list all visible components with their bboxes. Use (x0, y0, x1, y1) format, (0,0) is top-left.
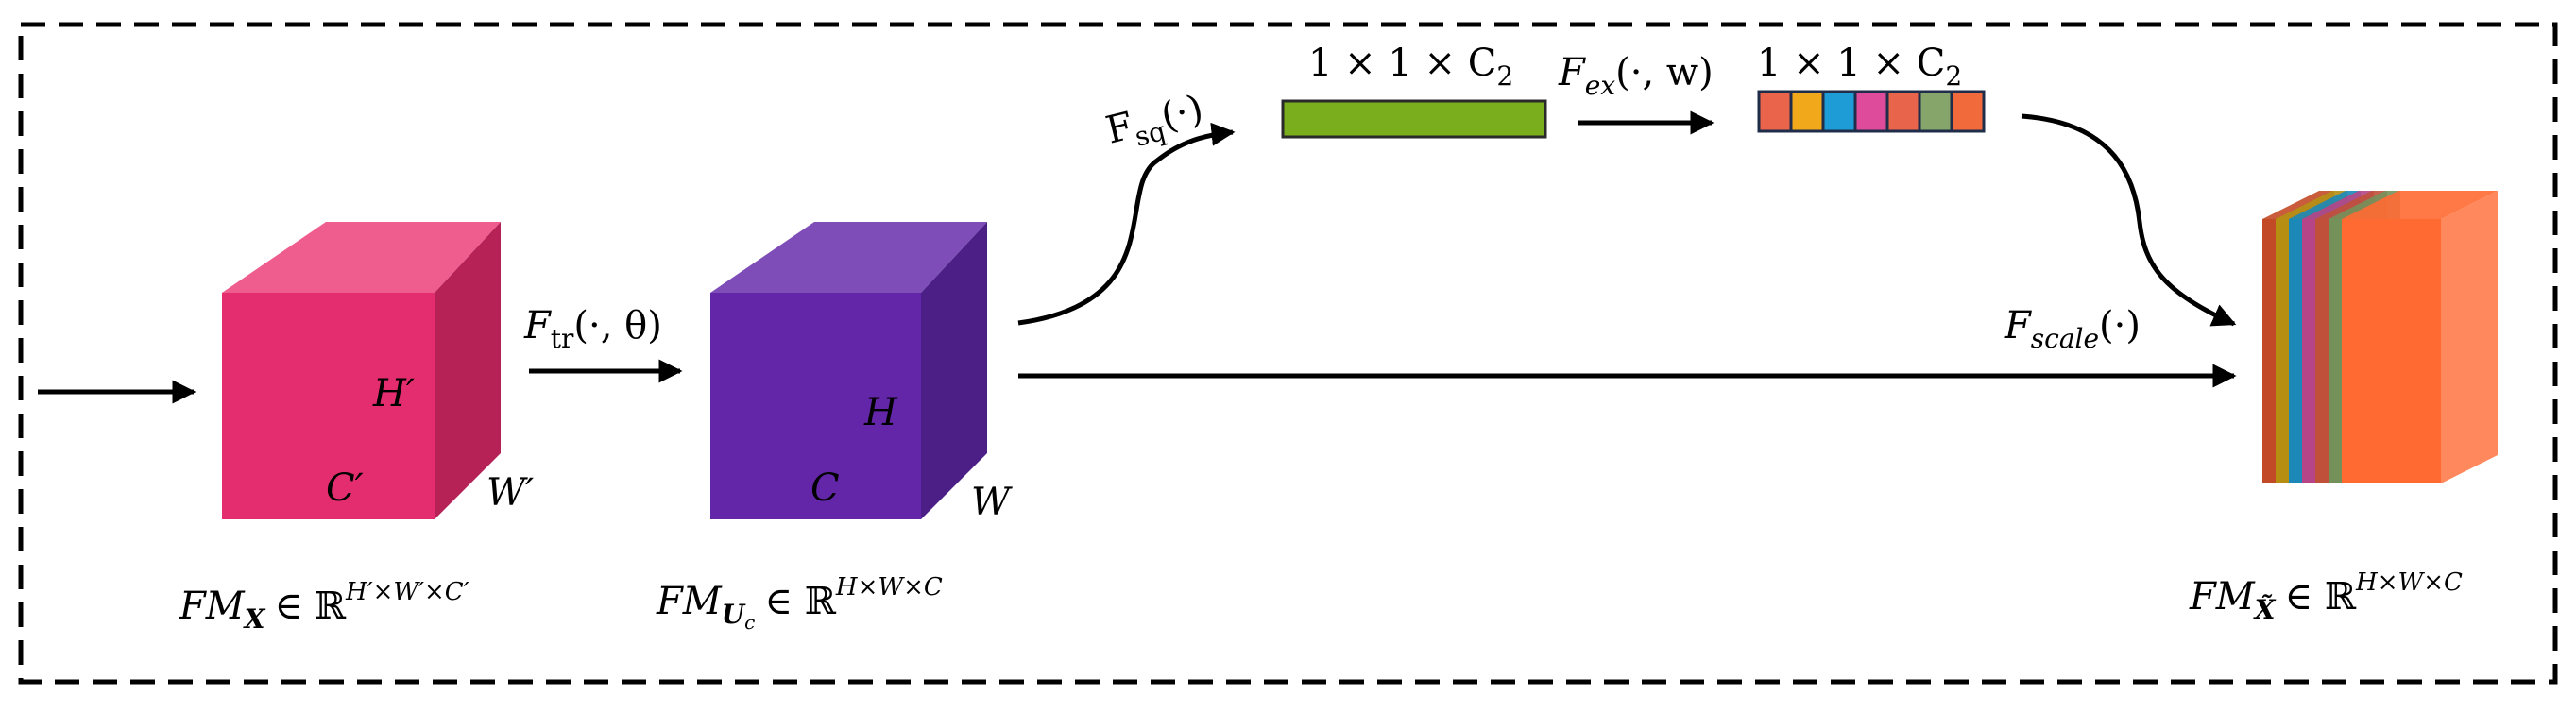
output-slice (2302, 219, 2317, 483)
u-feature-cube: H C W (710, 222, 1013, 524)
output-slice (2262, 219, 2277, 483)
input-cube-caption: FMX∈ ℝH′×W′×C′ (179, 578, 469, 635)
input-cube-top-face (222, 222, 501, 293)
output-slice-top (2329, 191, 2400, 219)
output-slice-side (2441, 191, 2498, 483)
output-slice-top (2302, 191, 2374, 219)
excitation-label: Fex(·, w) (1558, 51, 1714, 101)
u-cube-side-face (921, 222, 987, 519)
scale-curve-arrow (2021, 113, 2237, 327)
input-feature-cube: H′ C′ W′ (222, 222, 534, 519)
squeeze-curve-arrow (1017, 122, 1236, 326)
input-cube-width-label: W′ (486, 471, 534, 515)
input-cube-height-label: H′ (372, 372, 415, 415)
excitation-segment (1821, 90, 1857, 133)
excitation-vector-label: 1 × 1 × C2 (1757, 42, 1962, 92)
output-slice (2342, 219, 2441, 483)
u-cube-width-label: W (971, 481, 1013, 524)
excitation-segment (1918, 90, 1953, 133)
output-caption: FMX̃∈ ℝH×W×C (2189, 568, 2463, 625)
output-slice (2276, 219, 2291, 483)
output-slice-top (2342, 191, 2498, 219)
output-slice-top (2289, 191, 2361, 219)
squeeze-vector (1281, 99, 1547, 139)
squeeze-vector-label: 1 × 1 × C2 (1308, 42, 1513, 92)
u-cube-caption: FMUc∈ ℝH×W×C (656, 573, 943, 634)
output-slice-top (2315, 191, 2387, 219)
output-slice-top (2262, 191, 2334, 219)
excitation-vector (1757, 90, 1986, 133)
input-cube-channel-label: C′ (326, 466, 364, 510)
output-feature-stack (2262, 191, 2498, 483)
output-slice (2289, 219, 2304, 483)
dashed-frame (18, 22, 2558, 685)
excitation-segment (1950, 90, 1986, 133)
input-cube-side-face (435, 222, 501, 519)
output-slice (2329, 219, 2344, 483)
scale-label: Fscale(·) (2004, 304, 2141, 354)
output-slice-top (2276, 191, 2347, 219)
squeeze-label: Fsq(·) (1101, 87, 1209, 160)
u-cube-front-face (710, 293, 921, 519)
excitation-segment (1757, 90, 1793, 133)
u-cube-top-face (710, 222, 987, 293)
u-cube-height-label: H (863, 391, 898, 434)
excitation-segment (1789, 90, 1825, 133)
output-slice (2315, 219, 2330, 483)
input-cube-front-face (222, 293, 435, 519)
excitation-segment (1853, 90, 1889, 133)
transform-label: Ftr(·, θ) (523, 304, 662, 354)
excitation-segment (1885, 90, 1921, 133)
u-cube-channel-label: C (810, 466, 840, 510)
